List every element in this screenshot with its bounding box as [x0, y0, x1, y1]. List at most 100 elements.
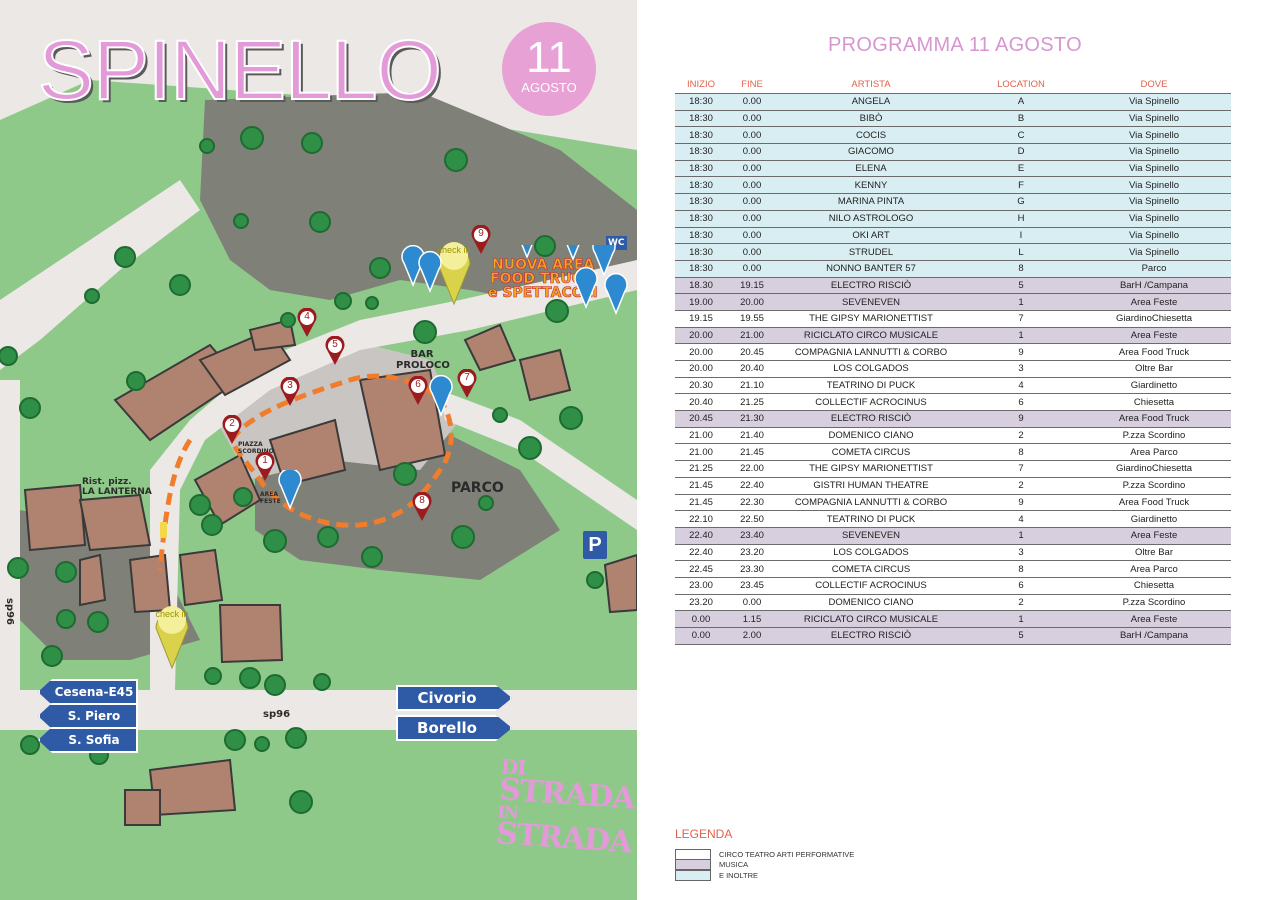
cell-location: 7: [965, 460, 1077, 478]
legend-title: LEGENDA: [675, 827, 733, 841]
location-pin-5[interactable]: 5: [324, 336, 346, 366]
cell-location: 2: [965, 477, 1077, 495]
cell-dove: BarH /Campana: [1077, 277, 1231, 295]
cell-artista: ELECTRO RISCIÒ: [777, 627, 965, 645]
cell-inizio: 21.00: [675, 427, 727, 445]
cell-fine: 21.10: [727, 377, 777, 395]
header-inizio: INIZIO: [675, 76, 727, 94]
cell-inizio: 19.00: [675, 293, 727, 311]
cell-inizio: 18:30: [675, 93, 727, 111]
cell-location: 6: [965, 577, 1077, 595]
sign-cesena-e45: Cesena-E45: [38, 679, 138, 705]
cell-artista: THE GIPSY MARIONETTIST: [777, 460, 965, 478]
cell-location: D: [965, 143, 1077, 161]
piazza-scordino-label: PIAZZA SCORDINO: [238, 441, 274, 455]
cell-fine: 0.00: [727, 143, 777, 161]
cell-inizio: 23.20: [675, 594, 727, 612]
cell-fine: 19.55: [727, 310, 777, 328]
cell-inizio: 20.00: [675, 360, 727, 378]
cell-location: A: [965, 93, 1077, 111]
cell-location: 8: [965, 260, 1077, 278]
cell-fine: 20.45: [727, 343, 777, 361]
location-pin-7[interactable]: 7: [456, 369, 478, 399]
cell-location: H: [965, 210, 1077, 228]
legend-label: E INOLTRE: [719, 870, 759, 880]
cell-fine: 2.00: [727, 627, 777, 645]
strada-in-strada-logo: DI STRADA IN STRADA: [494, 754, 636, 861]
cell-inizio: 18:30: [675, 160, 727, 178]
legend-swatch: [675, 869, 711, 881]
food-area-line1: NUOVA AREA: [492, 257, 595, 273]
cell-location: 5: [965, 277, 1077, 295]
cell-dove: Via Spinello: [1077, 160, 1231, 178]
cell-inizio: 19.15: [675, 310, 727, 328]
cell-inizio: 20.45: [675, 410, 727, 428]
cell-fine: 20.00: [727, 293, 777, 311]
legend-item-musica: MUSICA: [675, 858, 749, 870]
location-pin-2[interactable]: 2: [221, 415, 243, 445]
cell-dove: Area Food Truck: [1077, 494, 1231, 512]
cell-dove: Oltre Bar: [1077, 544, 1231, 562]
legend-label: MUSICA: [719, 859, 749, 869]
cell-fine: 0.00: [727, 260, 777, 278]
schedule-header-row: INIZIO FINE ARTISTA LOCATION DOVE: [675, 76, 1231, 94]
cell-fine: 0.00: [727, 93, 777, 111]
program-title: PROGRAMMA 11 AGOSTO: [828, 34, 1082, 56]
rist-pizz-label: Rist. pizz.: [82, 477, 132, 487]
cell-dove: GiardinoChiesetta: [1077, 460, 1231, 478]
cell-artista: MARINA PINTA: [777, 193, 965, 211]
cell-dove: Area Parco: [1077, 443, 1231, 462]
cell-location: 6: [965, 393, 1077, 412]
pin-number: 5: [332, 339, 338, 350]
cell-location: E: [965, 160, 1077, 178]
cell-dove: Via Spinello: [1077, 176, 1231, 195]
pin-number: 3: [287, 380, 293, 391]
location-pin-1[interactable]: 1: [254, 452, 276, 482]
cell-dove: Area Food Truck: [1077, 343, 1231, 361]
location-pin-8[interactable]: 8: [411, 492, 433, 522]
location-pin-6[interactable]: 6: [407, 376, 429, 406]
pin-number: 2: [229, 418, 235, 429]
cell-location: 2: [965, 427, 1077, 445]
cell-fine: 22.50: [727, 510, 777, 528]
la-lanterna-label: LA LANTERNA: [82, 487, 152, 497]
legend-item-circo: CIRCO TEATRO ARTI PERFORMATIVE: [675, 848, 854, 860]
cell-inizio: 18:30: [675, 110, 727, 128]
cell-artista: ELECTRO RISCIÒ: [777, 410, 965, 428]
food-area-line3: e SPETTACOLI: [488, 285, 598, 301]
cell-dove: P.zza Scordino: [1077, 477, 1231, 495]
pin-number: 4: [304, 311, 310, 322]
header-dove: DOVE: [1077, 76, 1231, 94]
cell-fine: 0.00: [727, 210, 777, 228]
sign-s-sofia: S. Sofia: [38, 727, 138, 753]
checkin-label-top: check in: [437, 245, 471, 255]
cell-dove: Via Spinello: [1077, 110, 1231, 128]
cell-dove: Area Feste: [1077, 527, 1231, 545]
cell-inizio: 20.30: [675, 377, 727, 395]
location-pin-9[interactable]: 9: [470, 225, 492, 255]
checkin-pin-bottom: check in: [152, 602, 192, 672]
cell-location: 2: [965, 594, 1077, 612]
cell-fine: 21.45: [727, 443, 777, 462]
cell-fine: 0.00: [727, 243, 777, 261]
cell-artista: GISTRI HUMAN THEATRE: [777, 477, 965, 495]
location-pin-4[interactable]: 4: [296, 308, 318, 338]
cell-location: 1: [965, 327, 1077, 345]
cell-inizio: 0.00: [675, 627, 727, 645]
pin-number: 8: [419, 495, 425, 506]
cell-location: L: [965, 243, 1077, 261]
location-pin-3[interactable]: 3: [279, 377, 301, 407]
cell-artista: SEVENEVEN: [777, 527, 965, 545]
cell-artista: STRUDEL: [777, 243, 965, 261]
cell-inizio: 0.00: [675, 610, 727, 628]
